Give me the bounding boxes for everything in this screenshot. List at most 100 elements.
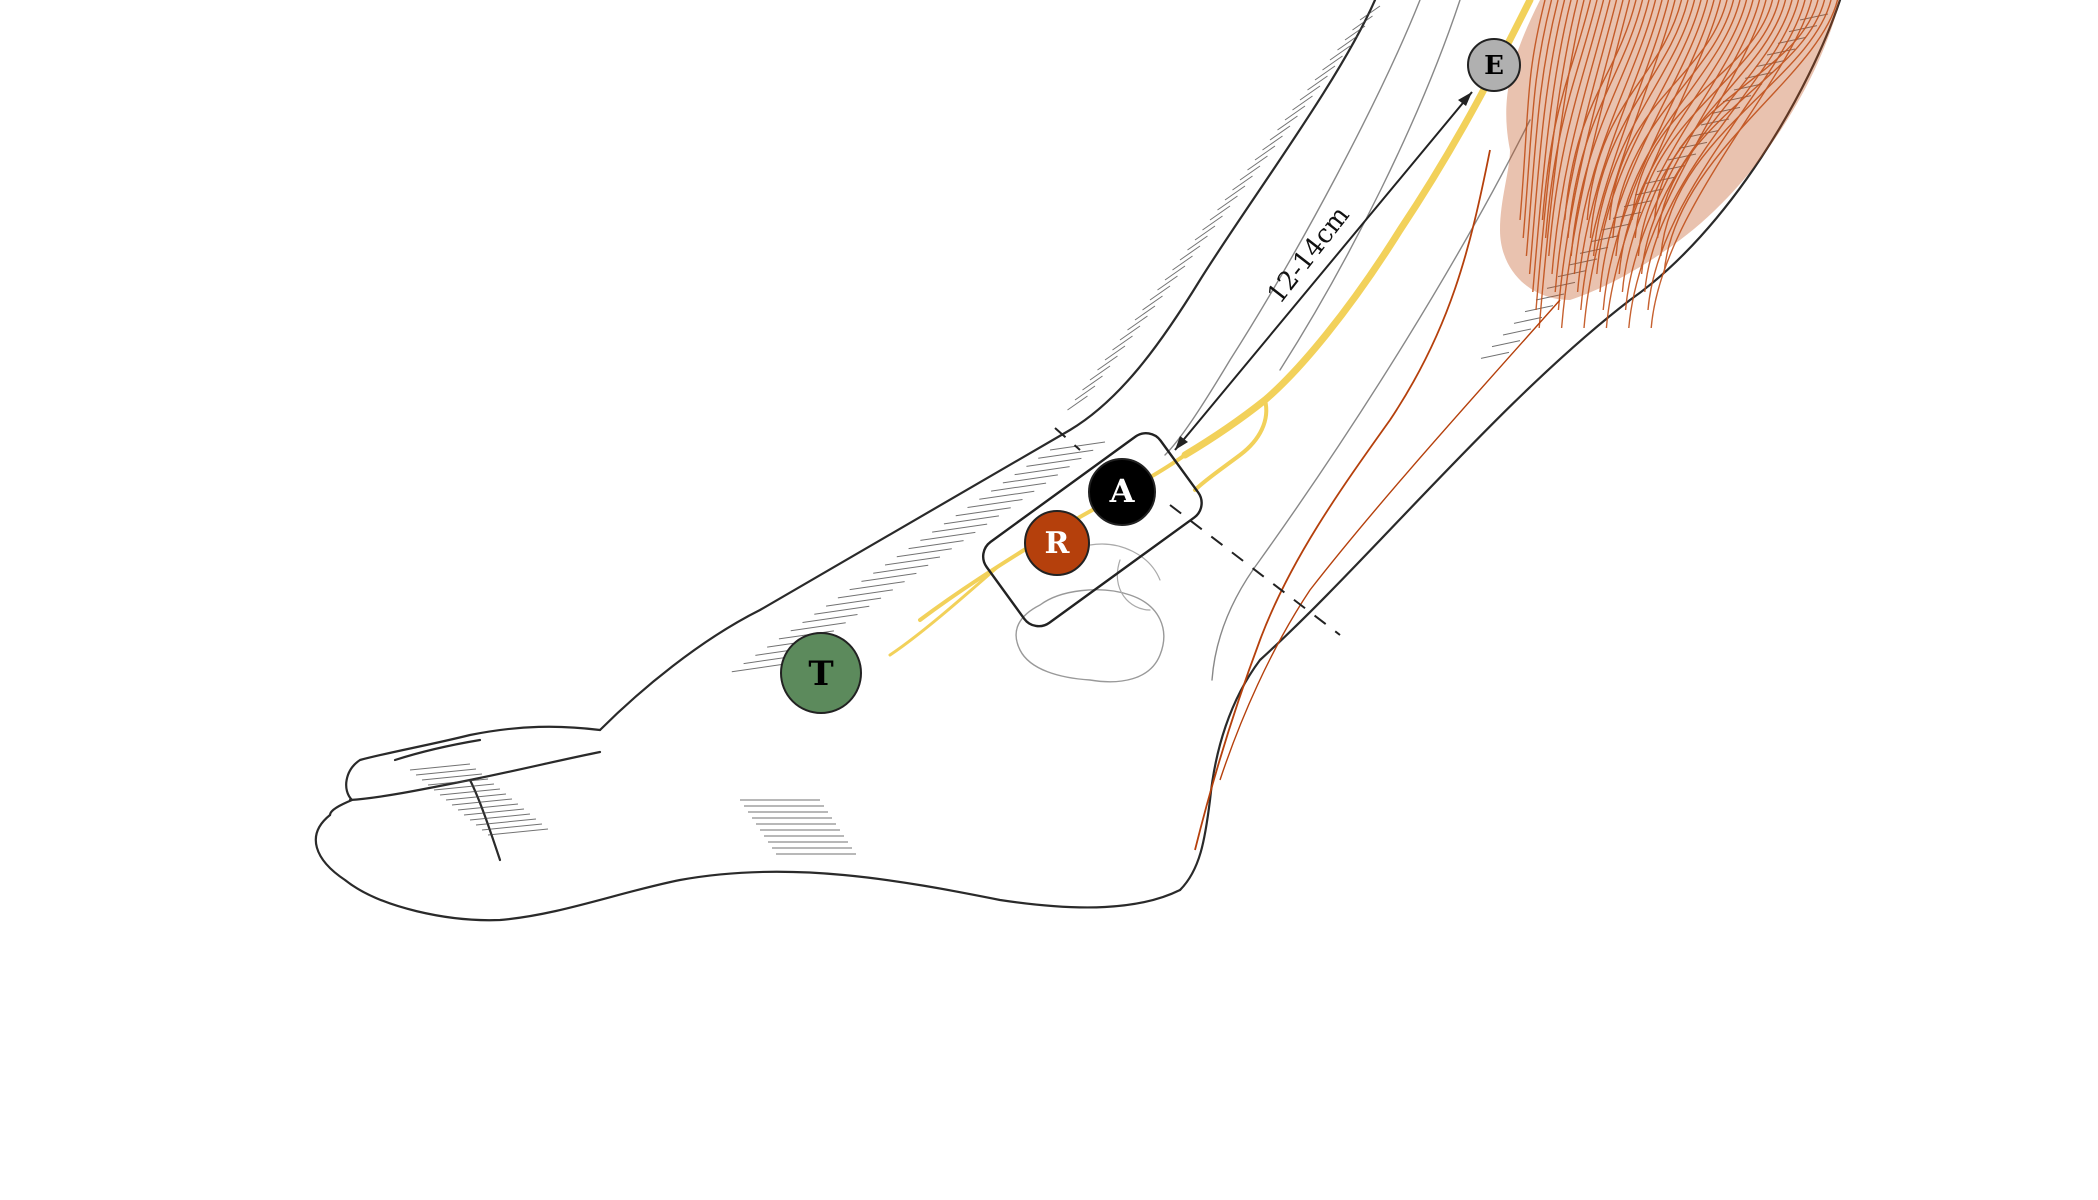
marker-r-label: R: [1045, 526, 1071, 561]
shading-hatching: [409, 5, 1829, 855]
measurement-label: 12-14cm: [1262, 201, 1356, 309]
hatch-line: [439, 788, 501, 796]
muscle-fiber: [1548, 0, 1605, 257]
marker-a-circle: [1088, 458, 1156, 526]
muscle-fiber: [1525, 0, 1559, 257]
hatch-line: [1209, 205, 1231, 221]
muscle-fiber: [1586, 0, 1683, 221]
tibia-line-1: [1164, 0, 1421, 456]
hatch-line: [433, 783, 495, 791]
muscle-fiber: [1631, 0, 1774, 221]
muscle-fiber: [1551, 0, 1611, 275]
nerve-branch-1: [1193, 398, 1269, 492]
hatch-line: [1524, 305, 1554, 313]
muscle-fiber: [1653, 0, 1819, 221]
measurement-arrowhead-bottom: [1175, 436, 1188, 450]
hatch-line: [1292, 95, 1313, 111]
measurement-arrow: [1174, 91, 1473, 451]
hatch-line: [415, 768, 477, 776]
hatch-line: [1194, 225, 1216, 241]
hatch-line: [1142, 295, 1163, 311]
muscle-fiber: [1640, 0, 1793, 275]
hatch-line: [1755, 60, 1785, 68]
dashed-line-bottom: [1169, 504, 1341, 636]
hatch-line: [990, 482, 1047, 492]
hatch-line: [1612, 211, 1642, 219]
retinaculum: [981, 427, 1341, 636]
hatch-line: [1104, 345, 1126, 361]
muscle-fiber: [1541, 0, 1592, 221]
hatch-line: [1568, 258, 1598, 266]
hatch-line: [1269, 125, 1291, 141]
ankle-bone-2: [1089, 543, 1161, 611]
hatch-line: [1074, 385, 1096, 401]
posterior-leg-edge: [1178, 0, 1842, 892]
hatch-line: [1239, 165, 1261, 181]
hatch-line: [731, 663, 787, 673]
hatch-line: [1678, 141, 1708, 149]
hatch-line: [1014, 466, 1070, 476]
hatch-line: [1232, 175, 1253, 191]
marker-r-circle: [1024, 510, 1090, 576]
muscle-fibers: [1519, 0, 1839, 329]
retinaculum-box: [981, 432, 1203, 628]
muscle-fiber: [1615, 0, 1741, 257]
hatch-line: [1262, 135, 1283, 151]
muscle-fiber: [1656, 0, 1826, 239]
hatch-line: [1038, 449, 1094, 459]
toe-line-1: [393, 738, 482, 762]
hatch-line: [790, 622, 846, 632]
muscle-fiber: [1576, 0, 1663, 293]
ankle-bone: [1015, 589, 1165, 683]
hatch-line: [967, 499, 1023, 508]
muscle-fiber: [1624, 0, 1761, 311]
measurement: 12-14cm: [1174, 91, 1473, 451]
hatch-line: [1157, 275, 1178, 291]
muscle-fiber: [1621, 0, 1754, 293]
muscle-fiber: [1573, 0, 1657, 275]
hatch-line: [1187, 235, 1208, 251]
hatch-line: [1480, 351, 1510, 359]
marker-e-label: E: [1484, 51, 1504, 81]
hatch-line: [1337, 35, 1358, 51]
marker-r: R: [1024, 510, 1090, 576]
muscle-fiber: [1644, 0, 1800, 293]
hatch-line: [908, 540, 964, 550]
dashed-line-top: [1054, 427, 1081, 451]
hatch-line: [1217, 195, 1238, 211]
muscle-fiber: [1519, 0, 1546, 221]
hatch-line: [932, 523, 988, 533]
hatch-line: [1299, 85, 1321, 101]
hatch-line: [409, 763, 471, 771]
hatch-line: [475, 818, 537, 826]
muscle-fiber: [1567, 0, 1644, 239]
hatch-line: [463, 808, 525, 816]
hatch-line: [979, 490, 1035, 500]
hatch-line: [1247, 155, 1268, 171]
muscle-fiber: [1564, 0, 1637, 221]
marker-a-label: A: [1109, 472, 1136, 510]
hatch-line: [1513, 316, 1543, 324]
hatch-line: [884, 556, 941, 566]
hatch-line: [1002, 474, 1058, 484]
hatch-line: [481, 823, 543, 831]
nerves: [888, 0, 1534, 657]
hatch-line: [1344, 25, 1366, 41]
tibia-line-3: [1211, 119, 1531, 681]
hatch-line: [1601, 223, 1631, 231]
calf-muscle-shape: [1500, 0, 1840, 300]
hatch-line: [1172, 255, 1193, 271]
muscle-fiber: [1605, 0, 1722, 329]
marker-e-circle: [1467, 38, 1521, 92]
hatch-line: [1097, 355, 1118, 371]
hatch-line: [1202, 215, 1223, 231]
hatch-line: [1491, 340, 1521, 348]
hatch-line: [896, 548, 952, 558]
hatch-line: [457, 803, 519, 811]
hatch-line: [1164, 265, 1186, 281]
hatch-line: [1134, 305, 1156, 321]
leg-outline: [314, 0, 1842, 922]
hatch-line: [955, 507, 1011, 517]
muscle-fiber: [1580, 0, 1670, 311]
hatch-line: [1067, 395, 1088, 411]
